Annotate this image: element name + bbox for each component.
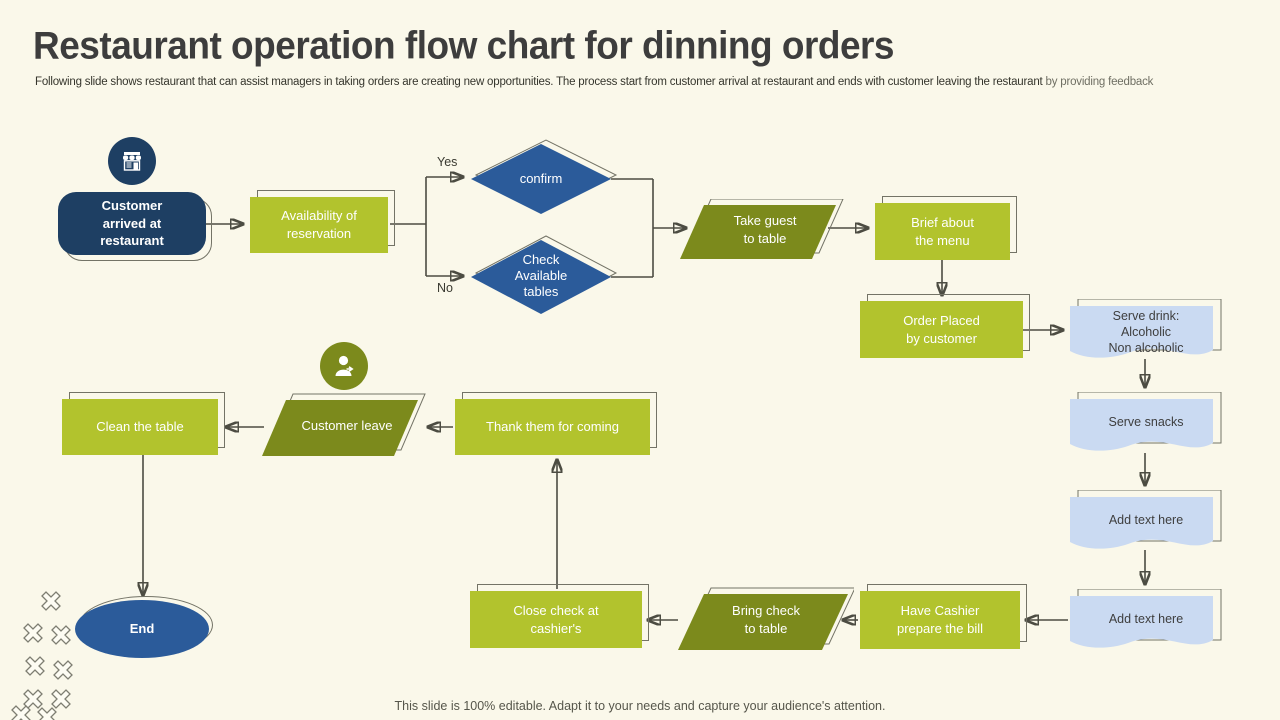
page-subtitle: Following slide shows restaurant that ca… xyxy=(35,76,1250,88)
node-order-placed: Order Placed by customer xyxy=(860,294,1030,358)
node-label: Have Cashier prepare the bill xyxy=(897,603,983,636)
node-bring-check: Bring check to table xyxy=(678,586,854,654)
node-label: Clean the table xyxy=(96,419,184,435)
node-customer-arrived: Customer arrived at restaurant xyxy=(58,192,212,261)
node-label: Serve drink: Alcoholic Non alcoholic xyxy=(1108,308,1184,356)
node-availability-of-reservation: Availability of reservation xyxy=(250,190,395,253)
node-serve-drink: Serve drink: Alcoholic Non alcoholic xyxy=(1070,299,1222,361)
node-label: Brief about the menu xyxy=(911,214,974,248)
node-label: End xyxy=(129,621,155,637)
subtitle-tail: by providing feedback xyxy=(1045,76,1154,88)
node-label: Customer arrived at restaurant xyxy=(100,198,164,249)
node-customer-leave: Customer leave xyxy=(262,392,432,460)
node-thank-coming: Thank them for coming xyxy=(455,392,657,455)
node-confirm-decision: confirm xyxy=(468,138,618,220)
node-label: Add text here xyxy=(1108,611,1184,626)
node-label: Order Placed by customer xyxy=(903,312,980,346)
node-label: Take guest to table xyxy=(733,213,797,246)
storefront-icon xyxy=(108,137,156,185)
node-brief-about-menu: Brief about the menu xyxy=(875,196,1017,260)
node-label: Serve snacks xyxy=(1108,414,1184,429)
node-take-guest-to-table: Take guest to table xyxy=(680,199,850,261)
node-end: End xyxy=(75,596,213,658)
node-close-check: Close check at cashier's xyxy=(470,584,649,648)
node-add-text-1: Add text here xyxy=(1070,490,1222,552)
node-label: Thank them for coming xyxy=(486,419,619,435)
node-check-available-tables: Check Available tables xyxy=(468,234,618,318)
branch-label-yes: Yes xyxy=(437,155,458,169)
node-label: confirm xyxy=(519,171,563,187)
node-serve-snacks: Serve snacks xyxy=(1070,392,1222,454)
subtitle-main: Following slide shows restaurant that ca… xyxy=(35,76,1046,88)
footer-note: This slide is 100% editable. Adapt it to… xyxy=(394,699,886,713)
branch-label-no: No xyxy=(437,281,453,295)
page-title: Restaurant operation flow chart for dinn… xyxy=(33,24,895,67)
node-label: Availability of reservation xyxy=(281,208,357,241)
node-label: Close check at cashier's xyxy=(513,602,599,636)
node-label: Bring check to table xyxy=(732,603,800,636)
node-label: Customer leave xyxy=(301,418,393,434)
node-label: Add text here xyxy=(1108,512,1184,527)
person-walking-icon xyxy=(320,342,368,390)
node-label: Check Available tables xyxy=(514,251,568,300)
node-add-text-2: Add text here xyxy=(1070,589,1222,651)
node-clean-table: Clean the table xyxy=(62,392,225,455)
node-have-cashier: Have Cashier prepare the bill xyxy=(860,584,1027,649)
